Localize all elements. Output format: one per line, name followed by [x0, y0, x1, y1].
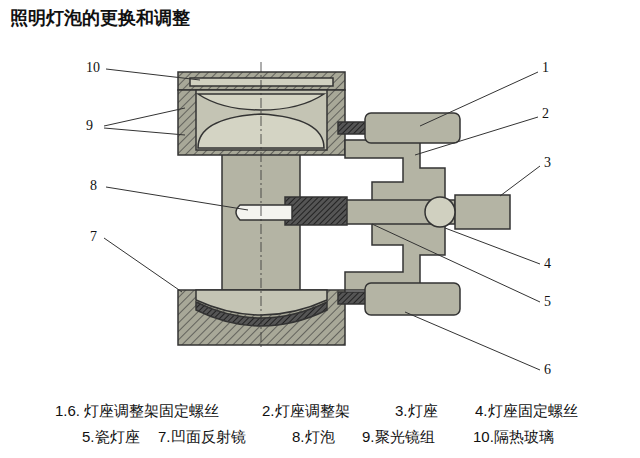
caption-item: 5.瓷灯座 [82, 428, 140, 447]
callout-number: 2 [542, 106, 549, 122]
callout-number: 3 [544, 155, 551, 171]
callout-number: 5 [544, 294, 551, 310]
callout-number: 1 [542, 60, 549, 76]
callout-number: 7 [90, 229, 97, 245]
diagram-title: 照明灯泡的更换和调整 [10, 6, 190, 30]
caption-item: 10.隔热玻璃 [473, 428, 554, 447]
callout-number: 9 [86, 118, 93, 134]
caption-item: 3.灯座 [395, 402, 438, 421]
caption-item: 2.灯座调整架 [262, 402, 350, 421]
caption-item: 8.灯泡 [292, 428, 335, 447]
callout-number: 4 [544, 256, 551, 272]
caption-item: 1.6. 灯座调整架固定螺丝 [55, 402, 219, 421]
callout-number: 10 [86, 60, 100, 76]
caption-item: 9.聚光镜组 [362, 428, 435, 447]
caption-item: 4.灯座固定螺丝 [475, 402, 578, 421]
callout-number: 6 [544, 362, 551, 378]
caption-item: 7.凹面反射镜 [158, 428, 246, 447]
callout-number: 8 [90, 178, 97, 194]
